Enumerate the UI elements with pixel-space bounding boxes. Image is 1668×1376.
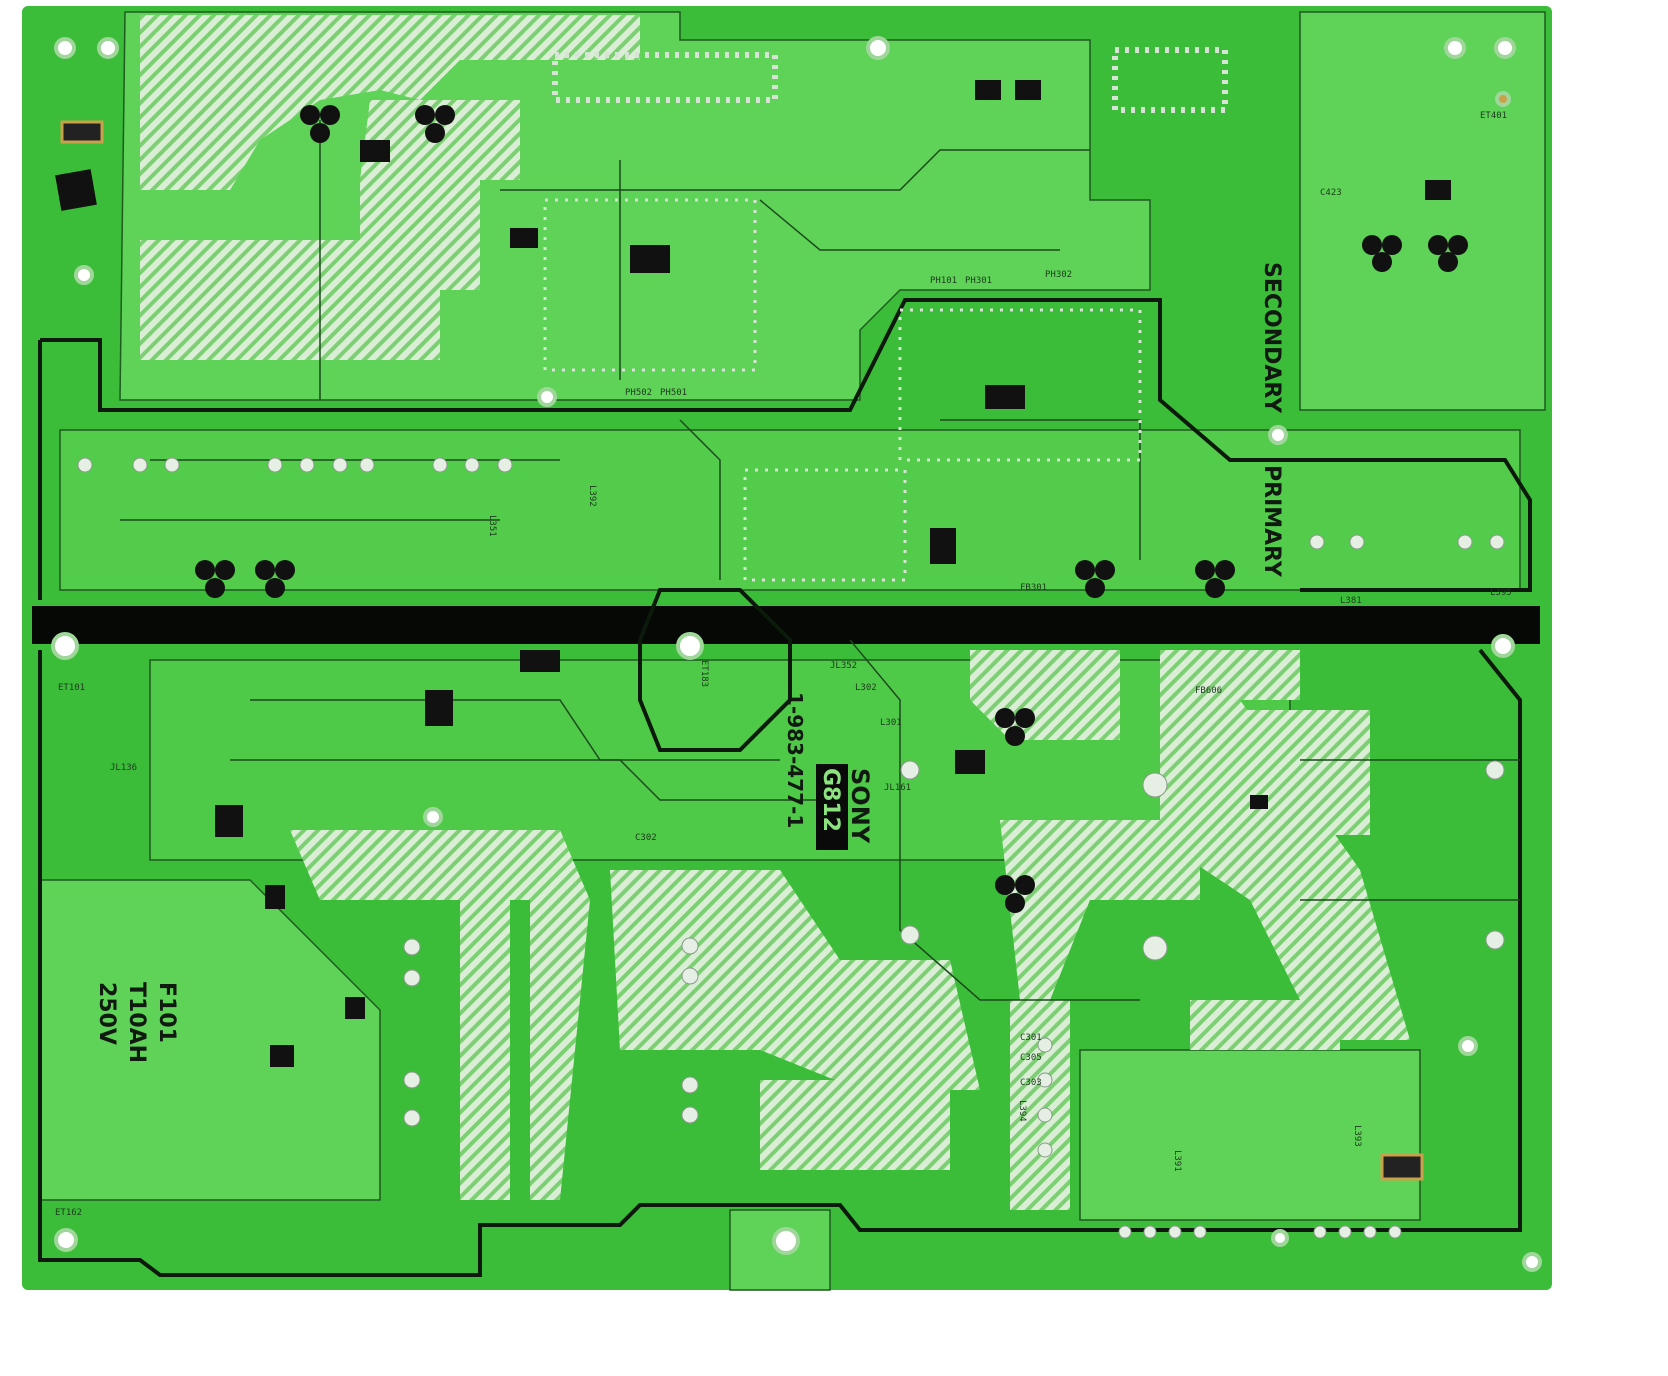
ref: PH302: [1045, 270, 1072, 280]
fuse-voltage-label: 250V: [94, 982, 119, 1045]
ref: FB301: [1020, 583, 1047, 593]
pb-free-logo: [55, 169, 97, 211]
ref: L393: [1352, 1125, 1362, 1147]
ic-chips: [215, 80, 1451, 1067]
ref: C302: [635, 833, 657, 843]
ref: L301: [880, 718, 902, 728]
ref: ET101: [58, 683, 85, 693]
isolation-boundary: [38, 298, 1532, 1277]
transistor-pads: [195, 105, 1468, 913]
primary-label: PRIMARY: [1259, 465, 1284, 578]
ref: JL352: [830, 661, 857, 671]
ref: L394: [1017, 1100, 1027, 1122]
via-grid: [543, 47, 1228, 582]
ref: ET183: [699, 660, 709, 687]
ref: PH502: [625, 388, 652, 398]
octagon-outline: [638, 588, 792, 752]
ref: ET162: [55, 1208, 82, 1218]
brand-label: SONY: [846, 768, 874, 844]
board-id-label: G812: [818, 768, 843, 832]
ref: L381: [1340, 596, 1362, 606]
reference-designators: L391 L392 L393 L394 L302 L301 L351 C301 …: [55, 111, 1512, 1218]
ref: JL136: [110, 763, 137, 773]
ref: C305: [1020, 1053, 1042, 1063]
ref: PH301: [965, 276, 992, 286]
ref: JL161: [884, 783, 911, 793]
ref: C423: [1320, 188, 1342, 198]
part-number-label: 1-983-477-1: [783, 692, 807, 828]
ref: C303: [1020, 1078, 1042, 1088]
mounting-holes[interactable]: [51, 36, 1542, 1272]
ref: FB606: [1195, 686, 1222, 696]
ref: ET401: [1480, 111, 1507, 121]
led-footprint: [60, 120, 104, 144]
led-footprint-2: [1380, 1153, 1424, 1181]
secondary-label: SECONDARY: [1259, 262, 1284, 414]
ref: L395: [1490, 588, 1512, 598]
fuse-ref-label: F101: [154, 982, 179, 1043]
ref: PH501: [660, 388, 687, 398]
solder-pads: [77, 457, 1505, 1239]
ref: L392: [587, 485, 597, 507]
ref: L302: [855, 683, 877, 693]
ref: PH101: [930, 276, 957, 286]
hatched-ground-planes: [140, 15, 1410, 1210]
ref: C301: [1020, 1033, 1042, 1043]
ref: L391: [1172, 1150, 1182, 1172]
ref: L351: [487, 515, 497, 537]
board-id-box: [816, 764, 848, 850]
fuse-rating-label: T10AH: [124, 982, 149, 1063]
